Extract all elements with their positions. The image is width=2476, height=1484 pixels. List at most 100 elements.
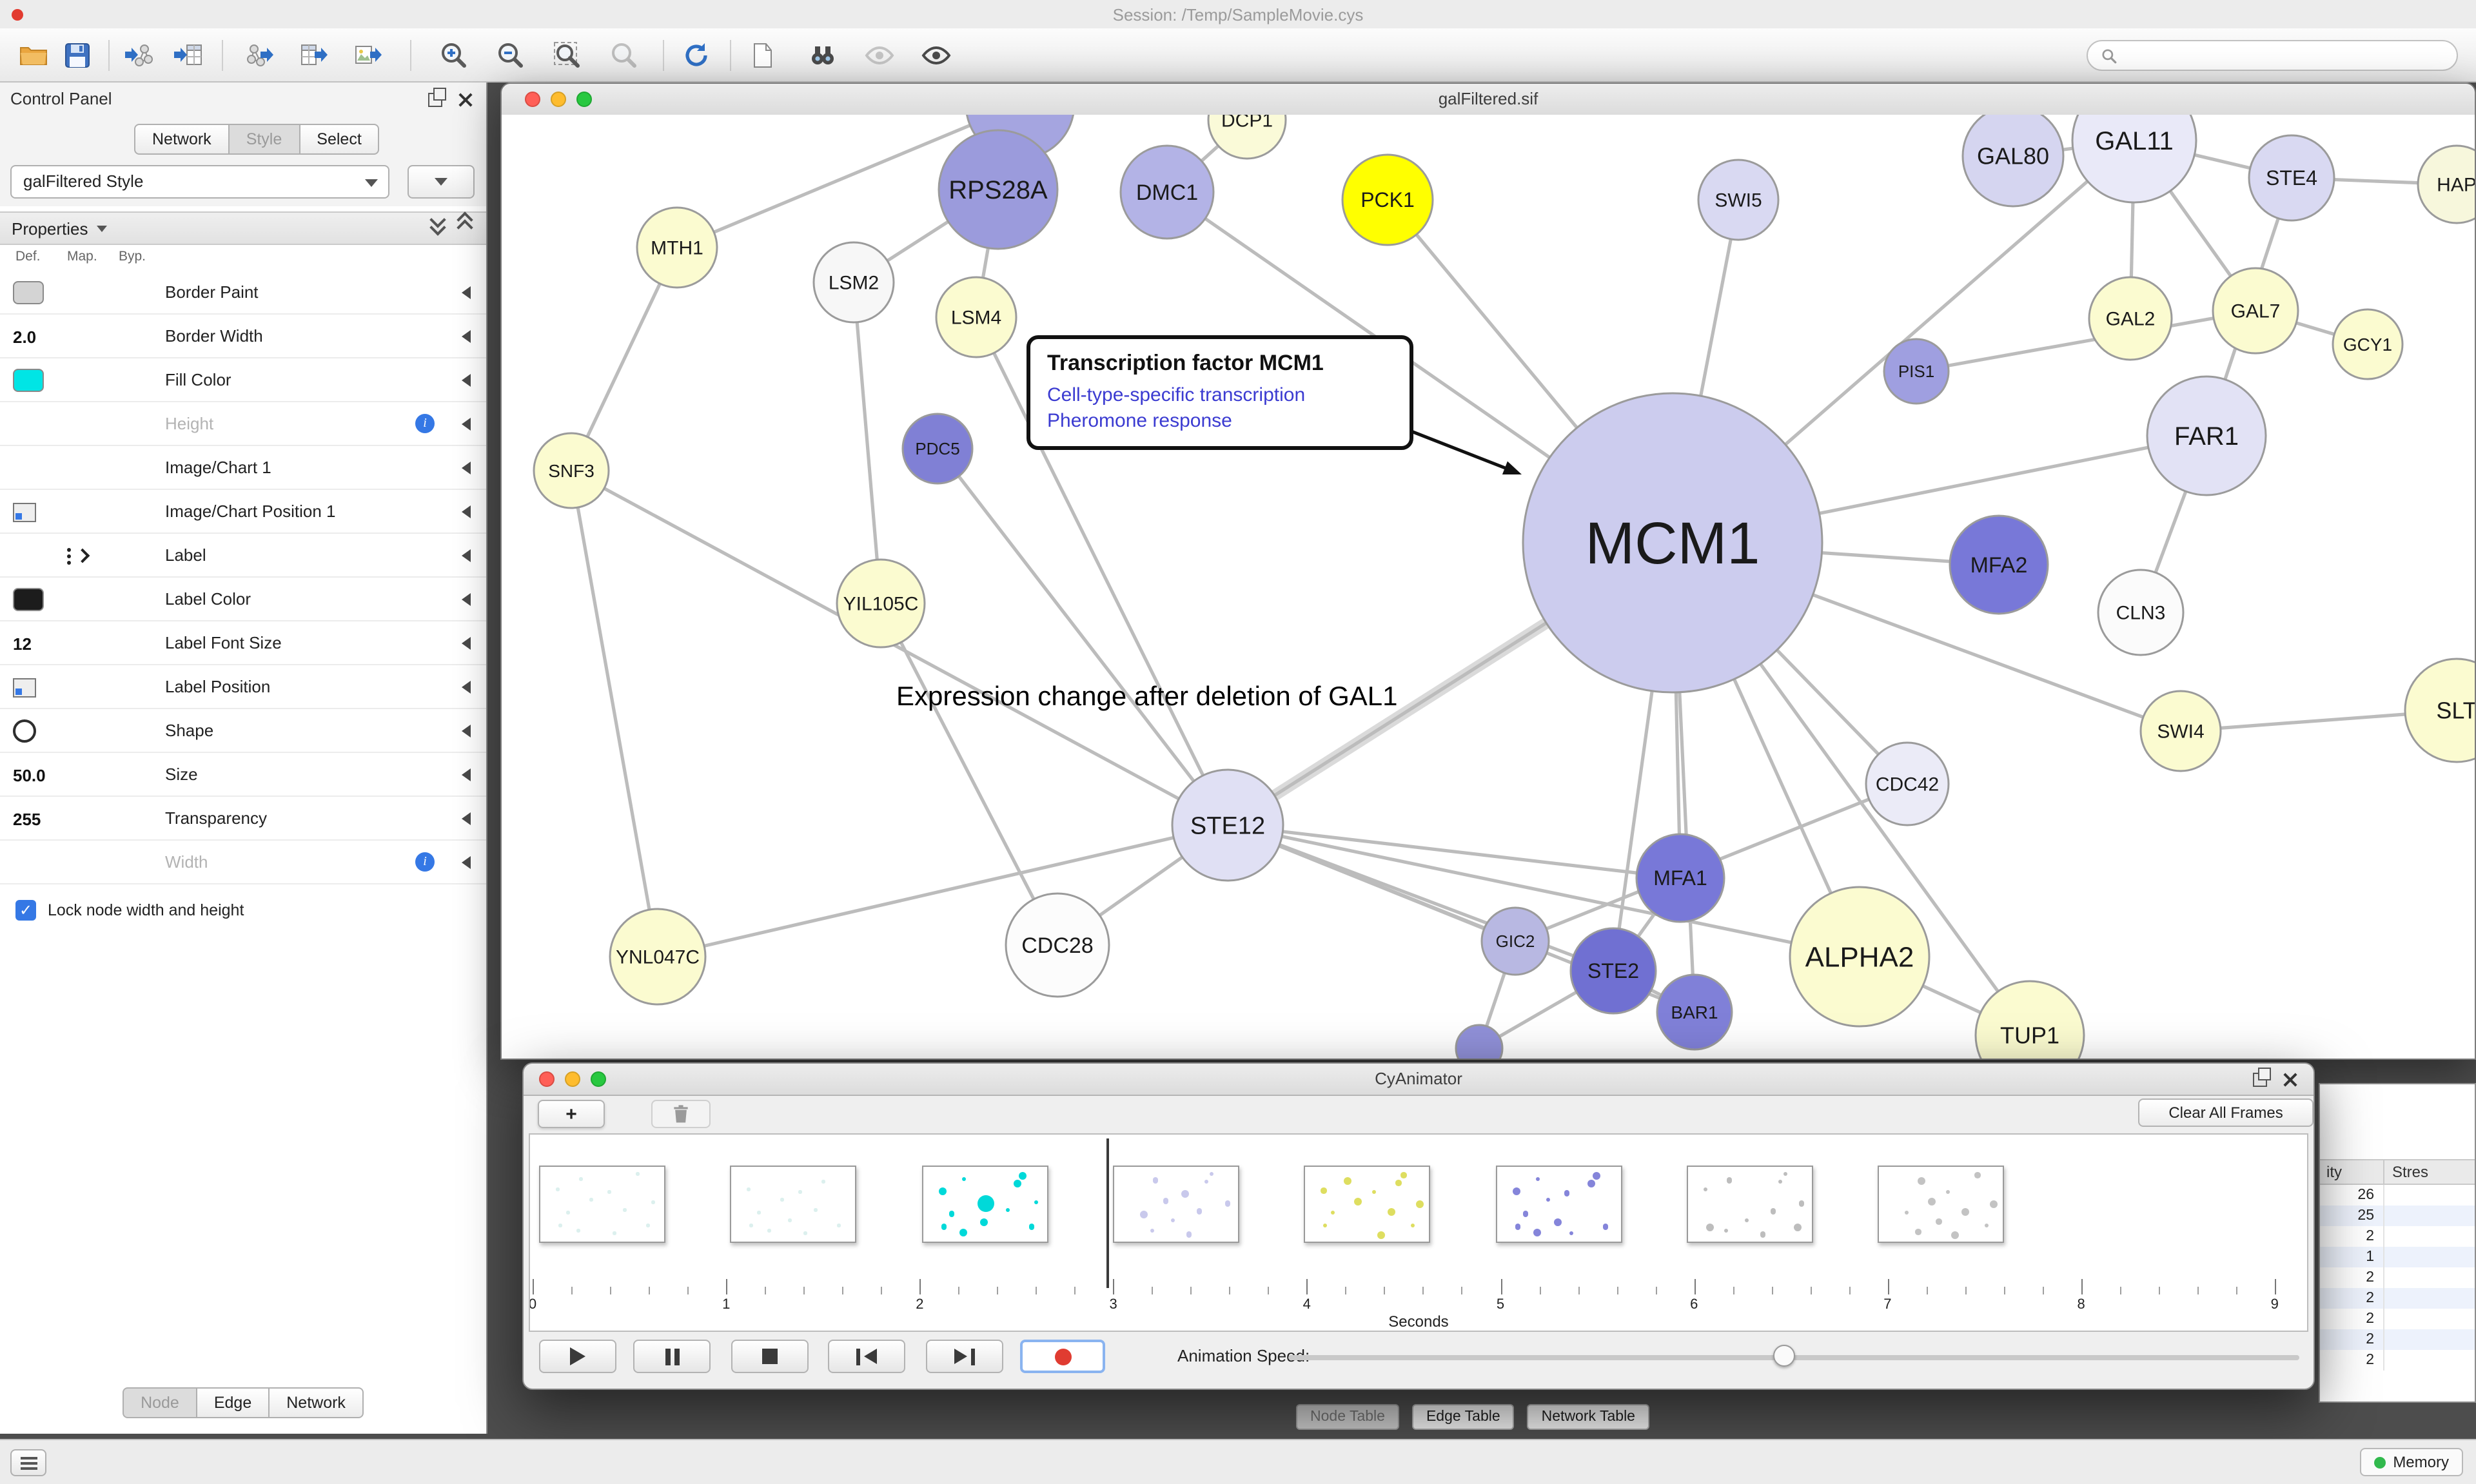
network-node-LSM4[interactable] bbox=[935, 276, 1017, 358]
save-icon[interactable] bbox=[57, 37, 98, 73]
tab-select[interactable]: Select bbox=[299, 124, 380, 155]
network-edge[interactable] bbox=[1227, 823, 1860, 959]
style-selector[interactable]: galFiltered Style bbox=[10, 165, 389, 199]
default-value-cell[interactable] bbox=[13, 709, 62, 753]
zoom-in-icon[interactable] bbox=[433, 37, 475, 73]
annotation-link[interactable]: Cell-type-specific transcription bbox=[1047, 384, 1306, 406]
float-window-icon[interactable] bbox=[2253, 1067, 2270, 1086]
info-icon[interactable] bbox=[415, 852, 435, 872]
cyanimator-titlebar[interactable]: CyAnimator bbox=[524, 1064, 2314, 1096]
export-table-icon[interactable] bbox=[294, 37, 335, 73]
import-table-icon[interactable] bbox=[168, 37, 209, 73]
expand-row-icon[interactable] bbox=[462, 462, 471, 474]
search-field[interactable] bbox=[2087, 40, 2458, 71]
stop-button[interactable] bbox=[731, 1340, 809, 1373]
network-node-MFA1[interactable] bbox=[1635, 833, 1725, 923]
tab-edge-style[interactable]: Edge bbox=[195, 1387, 270, 1418]
default-value-cell[interactable] bbox=[13, 358, 62, 402]
next-frame-button[interactable] bbox=[926, 1340, 1003, 1373]
network-node-SNF3[interactable] bbox=[533, 432, 610, 509]
show-panels-button[interactable] bbox=[10, 1449, 46, 1476]
previous-frame-button[interactable] bbox=[828, 1340, 905, 1373]
network-node-CDC28[interactable] bbox=[1005, 892, 1110, 998]
default-value-cell[interactable] bbox=[13, 534, 62, 578]
network-node-DCP1[interactable] bbox=[1207, 115, 1287, 160]
export-image-icon[interactable] bbox=[348, 37, 389, 73]
close-window-icon[interactable] bbox=[2283, 1071, 2298, 1087]
network-node-GAL80[interactable] bbox=[1961, 115, 2065, 208]
tab-style[interactable]: Style bbox=[228, 124, 300, 155]
network-node-BAR1[interactable] bbox=[1656, 973, 1733, 1051]
network-edge[interactable] bbox=[657, 823, 1228, 959]
table-column-header[interactable]: ity bbox=[2320, 1160, 2384, 1184]
network-node-PCK1[interactable] bbox=[1341, 153, 1434, 246]
table-row[interactable]: 2 bbox=[2320, 1350, 2475, 1371]
network-node-CLN3[interactable] bbox=[2097, 569, 2185, 656]
network-node-GAL2[interactable] bbox=[2088, 276, 2173, 361]
table-row[interactable]: 2 bbox=[2320, 1309, 2475, 1329]
animation-speed-slider-thumb[interactable] bbox=[1773, 1345, 1796, 1367]
float-panel-icon[interactable] bbox=[428, 87, 446, 106]
default-value-cell[interactable] bbox=[13, 446, 62, 490]
network-node-YIL105C[interactable] bbox=[836, 558, 926, 649]
network-node-GAL11[interactable] bbox=[2071, 115, 2197, 204]
delete-frame-button[interactable] bbox=[651, 1100, 711, 1128]
zoom-fit-icon[interactable] bbox=[547, 37, 588, 73]
table-row[interactable]: 2 bbox=[2320, 1267, 2475, 1288]
frame-thumbnail-0[interactable] bbox=[539, 1166, 665, 1243]
properties-section-header[interactable]: Properties bbox=[0, 211, 486, 245]
collapse-all-icon[interactable] bbox=[457, 211, 473, 236]
minimize-window-icon[interactable] bbox=[565, 1071, 580, 1087]
network-edge[interactable] bbox=[879, 602, 1059, 946]
network-node-MFA2[interactable] bbox=[1949, 514, 2049, 615]
table-row[interactable]: 2 bbox=[2320, 1288, 2475, 1309]
network-edge[interactable] bbox=[569, 470, 660, 957]
show-graphics-details-icon[interactable] bbox=[916, 37, 957, 73]
tab-network-style[interactable]: Network bbox=[268, 1387, 364, 1418]
frame-thumbnail-4[interactable] bbox=[1304, 1166, 1431, 1243]
table-row[interactable]: 25 bbox=[2320, 1206, 2475, 1226]
network-node-PDC5[interactable] bbox=[901, 413, 974, 485]
zoom-window-icon[interactable] bbox=[591, 1071, 606, 1087]
property-row-image-chart-1[interactable]: Image/Chart 1 bbox=[0, 446, 486, 490]
expand-row-icon[interactable] bbox=[462, 856, 471, 869]
network-node-GIC2[interactable] bbox=[1480, 906, 1550, 976]
tab-node-table[interactable]: Node Table bbox=[1296, 1404, 1399, 1430]
frame-thumbnail-3[interactable] bbox=[1112, 1166, 1239, 1243]
tab-node-style[interactable]: Node bbox=[123, 1387, 197, 1418]
frame-thumbnail-1[interactable] bbox=[730, 1166, 857, 1243]
expand-row-icon[interactable] bbox=[462, 681, 471, 694]
property-row-image-chart-position-1[interactable]: Image/Chart Position 1 bbox=[0, 490, 486, 534]
table-row[interactable]: 26 bbox=[2320, 1185, 2475, 1206]
frame-thumbnail-2[interactable] bbox=[921, 1166, 1048, 1243]
mapping-cell[interactable] bbox=[67, 534, 113, 578]
tab-network[interactable]: Network bbox=[134, 124, 230, 155]
default-value-cell[interactable]: 50.0 bbox=[13, 753, 62, 797]
network-node-RPS28A[interactable] bbox=[938, 129, 1059, 250]
lock-size-checkbox[interactable] bbox=[15, 900, 36, 921]
network-node-LSM2[interactable] bbox=[812, 241, 895, 324]
record-button[interactable] bbox=[1020, 1340, 1105, 1373]
network-node-GCY1[interactable] bbox=[2332, 308, 2404, 380]
info-icon[interactable] bbox=[415, 414, 435, 433]
snapshot-icon[interactable] bbox=[743, 37, 784, 73]
network-edge[interactable] bbox=[936, 447, 1230, 826]
network-node-CDC42[interactable] bbox=[1865, 741, 1950, 826]
import-network-icon[interactable] bbox=[119, 37, 160, 73]
default-value-cell[interactable] bbox=[13, 665, 62, 709]
network-node-SWI5[interactable] bbox=[1697, 159, 1780, 241]
add-frame-button[interactable]: + bbox=[538, 1100, 605, 1128]
pause-button[interactable] bbox=[633, 1340, 711, 1373]
network-node-ALPHA2[interactable] bbox=[1789, 886, 1931, 1028]
network-edge[interactable] bbox=[974, 316, 1230, 826]
network-edge[interactable] bbox=[1916, 309, 2256, 373]
playhead[interactable] bbox=[1106, 1138, 1109, 1288]
default-value-cell[interactable] bbox=[13, 271, 62, 315]
network-edge[interactable] bbox=[1227, 823, 1681, 880]
frame-thumbnail-6[interactable] bbox=[1686, 1166, 1813, 1243]
zoom-window-icon[interactable] bbox=[576, 92, 592, 107]
hide-graphics-details-icon[interactable] bbox=[859, 37, 900, 73]
